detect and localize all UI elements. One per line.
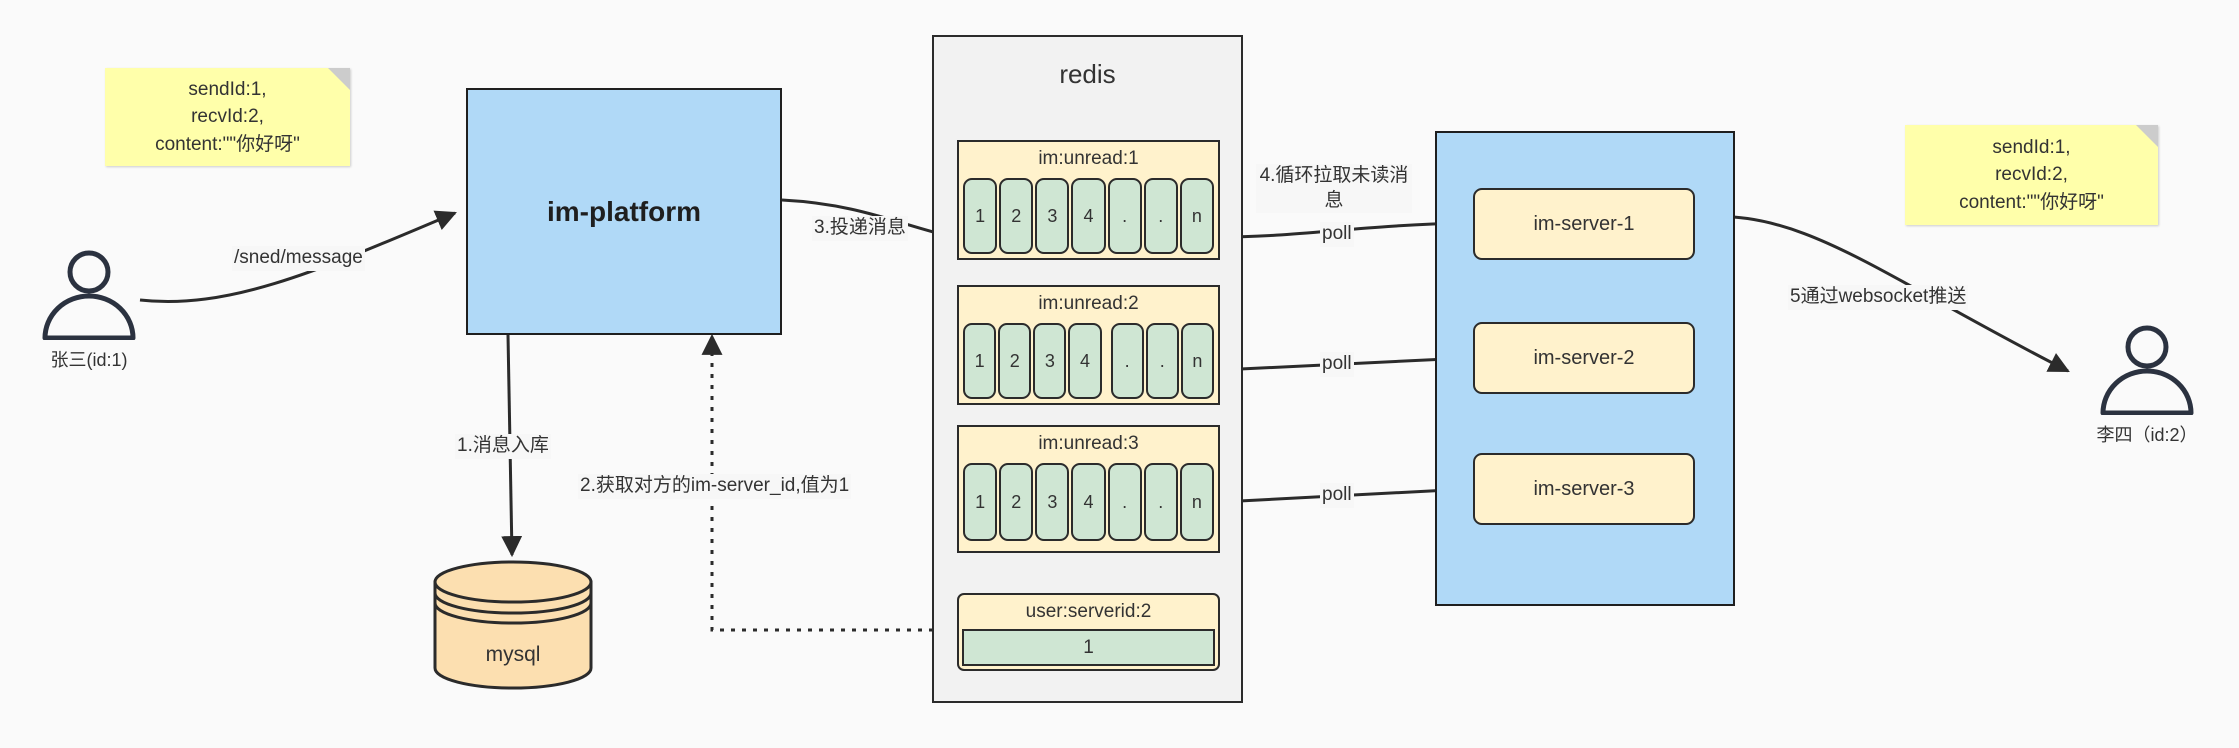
redis-list-1-cells: 1 2 3 4 . . n <box>963 178 1214 254</box>
sticky-note-right: sendId:1, recvId:2, content:""你好呀" <box>1905 125 2158 225</box>
edge-label-step3: 3.投递消息 <box>812 216 908 241</box>
edge-label-poll-3: poll <box>1320 483 1354 508</box>
node-im-server-2-label: im-server-2 <box>1533 346 1635 369</box>
person-icon <box>42 250 136 341</box>
list-cell[interactable]: 3 <box>1033 323 1067 399</box>
list-cell[interactable]: 3 <box>1035 463 1070 541</box>
sticky-note-left-text: sendId:1, recvId:2, content:""你好呀" <box>155 78 300 155</box>
edge-label-step5: 5通过websocket推送 <box>1788 285 1969 310</box>
list-cell[interactable]: 2 <box>999 178 1034 254</box>
list-cell[interactable]: 1 <box>963 178 998 254</box>
list-cell[interactable]: 4 <box>1071 178 1106 254</box>
list-cell[interactable]: 3 <box>1035 178 1070 254</box>
list-cell[interactable]: . <box>1143 178 1178 254</box>
note-fold-icon <box>2136 125 2158 147</box>
list-cell[interactable]: . <box>1110 323 1144 399</box>
redis-list-2-cells: 1 2 3 4 . . n <box>963 323 1214 399</box>
person-icon <box>2100 325 2194 416</box>
actor-sender: 张三(id:1) <box>30 250 148 370</box>
list-cell[interactable]: 2 <box>999 463 1034 541</box>
actor-receiver: 李四（id:2） <box>2088 325 2206 445</box>
edge-label-send-message: /sned/message <box>232 246 365 271</box>
list-cell[interactable]: . <box>1143 463 1178 541</box>
container-redis-title: redis <box>1059 59 1116 89</box>
list-cell[interactable]: . <box>1145 323 1179 399</box>
redis-list-3-cells: 1 2 3 4 . . n <box>963 463 1214 541</box>
redis-list-3-key: im:unread:3 <box>1038 433 1139 454</box>
list-cell[interactable]: . <box>1107 178 1142 254</box>
redis-list-1-key: im:unread:1 <box>1038 148 1139 169</box>
edge-label-step4: 4.循环拉取未读消 息 <box>1256 164 1412 214</box>
note-fold-icon <box>328 68 350 90</box>
redis-kv-value: 1 <box>962 629 1215 666</box>
edge-label-poll-2: poll <box>1320 352 1354 377</box>
redis-list-im-unread-1[interactable]: im:unread:1 1 2 3 4 . . n <box>957 140 1220 260</box>
edge-label-step1: 1.消息入库 <box>455 434 551 459</box>
redis-list-im-unread-3[interactable]: im:unread:3 1 2 3 4 . . n <box>957 425 1220 553</box>
list-cell[interactable]: n <box>1180 323 1214 399</box>
edge-label-poll-1: poll <box>1320 222 1354 247</box>
list-cell[interactable]: . <box>1107 463 1142 541</box>
list-cell[interactable]: 4 <box>1071 463 1106 541</box>
node-im-server-3[interactable]: im-server-3 <box>1473 453 1695 525</box>
sticky-note-left: sendId:1, recvId:2, content:""你好呀" <box>105 68 350 166</box>
redis-list-2-key: im:unread:2 <box>1038 293 1139 314</box>
edge-label-step2: 2.获取对方的im-server_id,值为1 <box>578 474 852 499</box>
node-mysql-label: mysql <box>486 643 541 666</box>
database-cylinder-icon: mysql <box>433 560 593 690</box>
list-cell[interactable]: 1 <box>963 323 997 399</box>
list-cell[interactable]: 4 <box>1068 323 1102 399</box>
node-mysql[interactable]: mysql <box>430 560 597 690</box>
node-im-server-3-label: im-server-3 <box>1533 477 1635 500</box>
node-im-platform-label: im-platform <box>547 195 701 227</box>
actor-receiver-label: 李四（id:2） <box>2096 425 2198 445</box>
sticky-note-right-text: sendId:1, recvId:2, content:""你好呀" <box>1959 136 2104 213</box>
node-im-server-1-label: im-server-1 <box>1533 212 1635 235</box>
redis-list-im-unread-2[interactable]: im:unread:2 1 2 3 4 . . n <box>957 285 1220 405</box>
redis-kv-key: user:serverid:2 <box>1025 601 1152 622</box>
list-cell[interactable]: 1 <box>963 463 998 541</box>
node-im-server-1[interactable]: im-server-1 <box>1473 188 1695 260</box>
redis-kv-user-serverid[interactable]: user:serverid:2 1 <box>957 593 1220 671</box>
list-cell[interactable]: 2 <box>998 323 1032 399</box>
node-im-platform[interactable]: im-platform <box>466 88 782 335</box>
node-im-server-2[interactable]: im-server-2 <box>1473 322 1695 394</box>
list-cell[interactable]: n <box>1179 178 1214 254</box>
list-cell[interactable]: n <box>1179 463 1214 541</box>
actor-sender-label: 张三(id:1) <box>50 350 128 370</box>
